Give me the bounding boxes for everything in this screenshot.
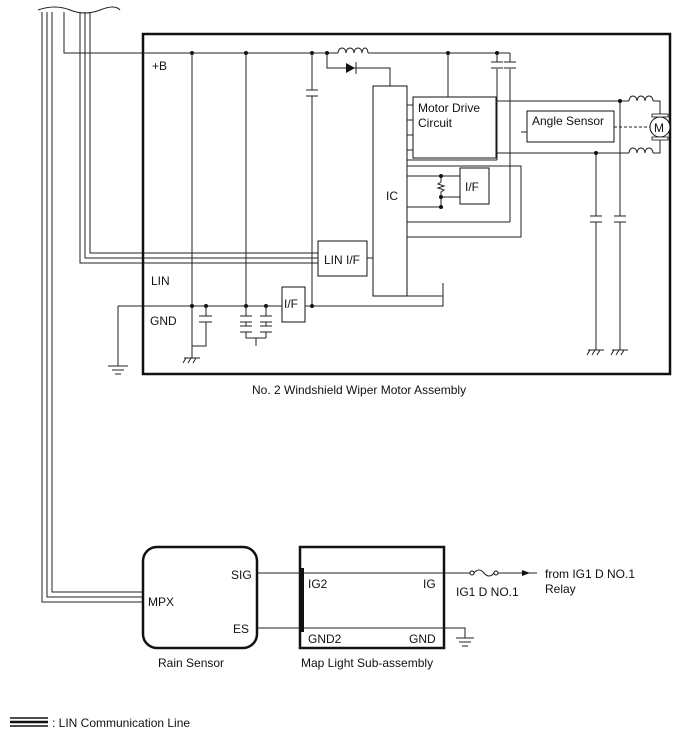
- rain-sensor-mpx: MPX: [148, 595, 174, 609]
- if-small-label: I/F: [465, 180, 479, 194]
- fuse-label: IG1 D NO.1: [456, 585, 519, 599]
- lin-if-block: [317, 240, 368, 277]
- lin-line-lower: [41, 12, 143, 603]
- legend-lin-symbol: [10, 717, 48, 727]
- motor-drive-label: Motor Drive Circuit: [418, 101, 483, 130]
- angle-sensor-label: Angle Sensor: [532, 114, 604, 128]
- assembly-label: No. 2 Windshield Wiper Motor Assembly: [252, 383, 466, 397]
- map-light-ig2: IG2: [308, 577, 328, 591]
- map-light-gnd2: GND2: [308, 632, 342, 646]
- rain-sensor-box: [141, 545, 259, 650]
- capacitor-gnd-3: [260, 315, 272, 333]
- wiper-motor-assembly-box: [141, 32, 672, 376]
- capacitors-top-right: [491, 61, 516, 69]
- lin-if-label: LIN I/F: [324, 253, 360, 267]
- terminal-gnd: GND: [150, 314, 177, 328]
- lin-line-upper: [79, 12, 318, 264]
- outside-ground-symbol: [108, 365, 128, 375]
- ic-label: IC: [386, 189, 398, 203]
- map-light-box: [298, 545, 446, 650]
- terminal-lin: LIN: [151, 274, 170, 288]
- angle-sensor-block: [526, 110, 615, 143]
- map-light-label: Map Light Sub-assembly: [301, 656, 433, 670]
- if-lower-block: [281, 286, 306, 323]
- source-label: from IG1 D NO.1 Relay: [545, 567, 638, 596]
- rain-sensor-label: Rain Sensor: [158, 656, 224, 670]
- motor-drive-block: [412, 96, 497, 159]
- map-light-ig: IG: [423, 577, 436, 591]
- capacitor-rail: [306, 89, 318, 97]
- svg-text:M: M: [654, 121, 664, 135]
- map-light-gnd: GND: [409, 632, 436, 646]
- ground-internal: [182, 346, 200, 364]
- ground-right: [586, 349, 628, 356]
- rain-sensor-sig: SIG: [231, 568, 252, 582]
- ground-map-light: [456, 637, 474, 647]
- diode: [346, 62, 357, 74]
- fuse: [469, 569, 499, 577]
- terminal-plus-b: +B: [152, 59, 167, 73]
- capacitor-gnd-1: [199, 315, 212, 323]
- inductor-motor-bottom: [628, 147, 654, 154]
- capacitor-gnd-2: [240, 315, 252, 333]
- legend-label: : LIN Communication Line: [52, 716, 190, 730]
- inductor-top: [337, 46, 369, 56]
- inductor-motor-top: [628, 95, 654, 102]
- resistor: [436, 181, 446, 207]
- rain-sensor-es: ES: [233, 622, 249, 636]
- source-arrow: [522, 570, 530, 576]
- harness-break: [37, 6, 121, 14]
- if-lower-label: I/F: [284, 297, 298, 311]
- capacitors-right: [590, 215, 626, 223]
- ic-block: [372, 85, 408, 297]
- if-small-block: [459, 167, 490, 205]
- motor-symbol: M: [649, 113, 671, 141]
